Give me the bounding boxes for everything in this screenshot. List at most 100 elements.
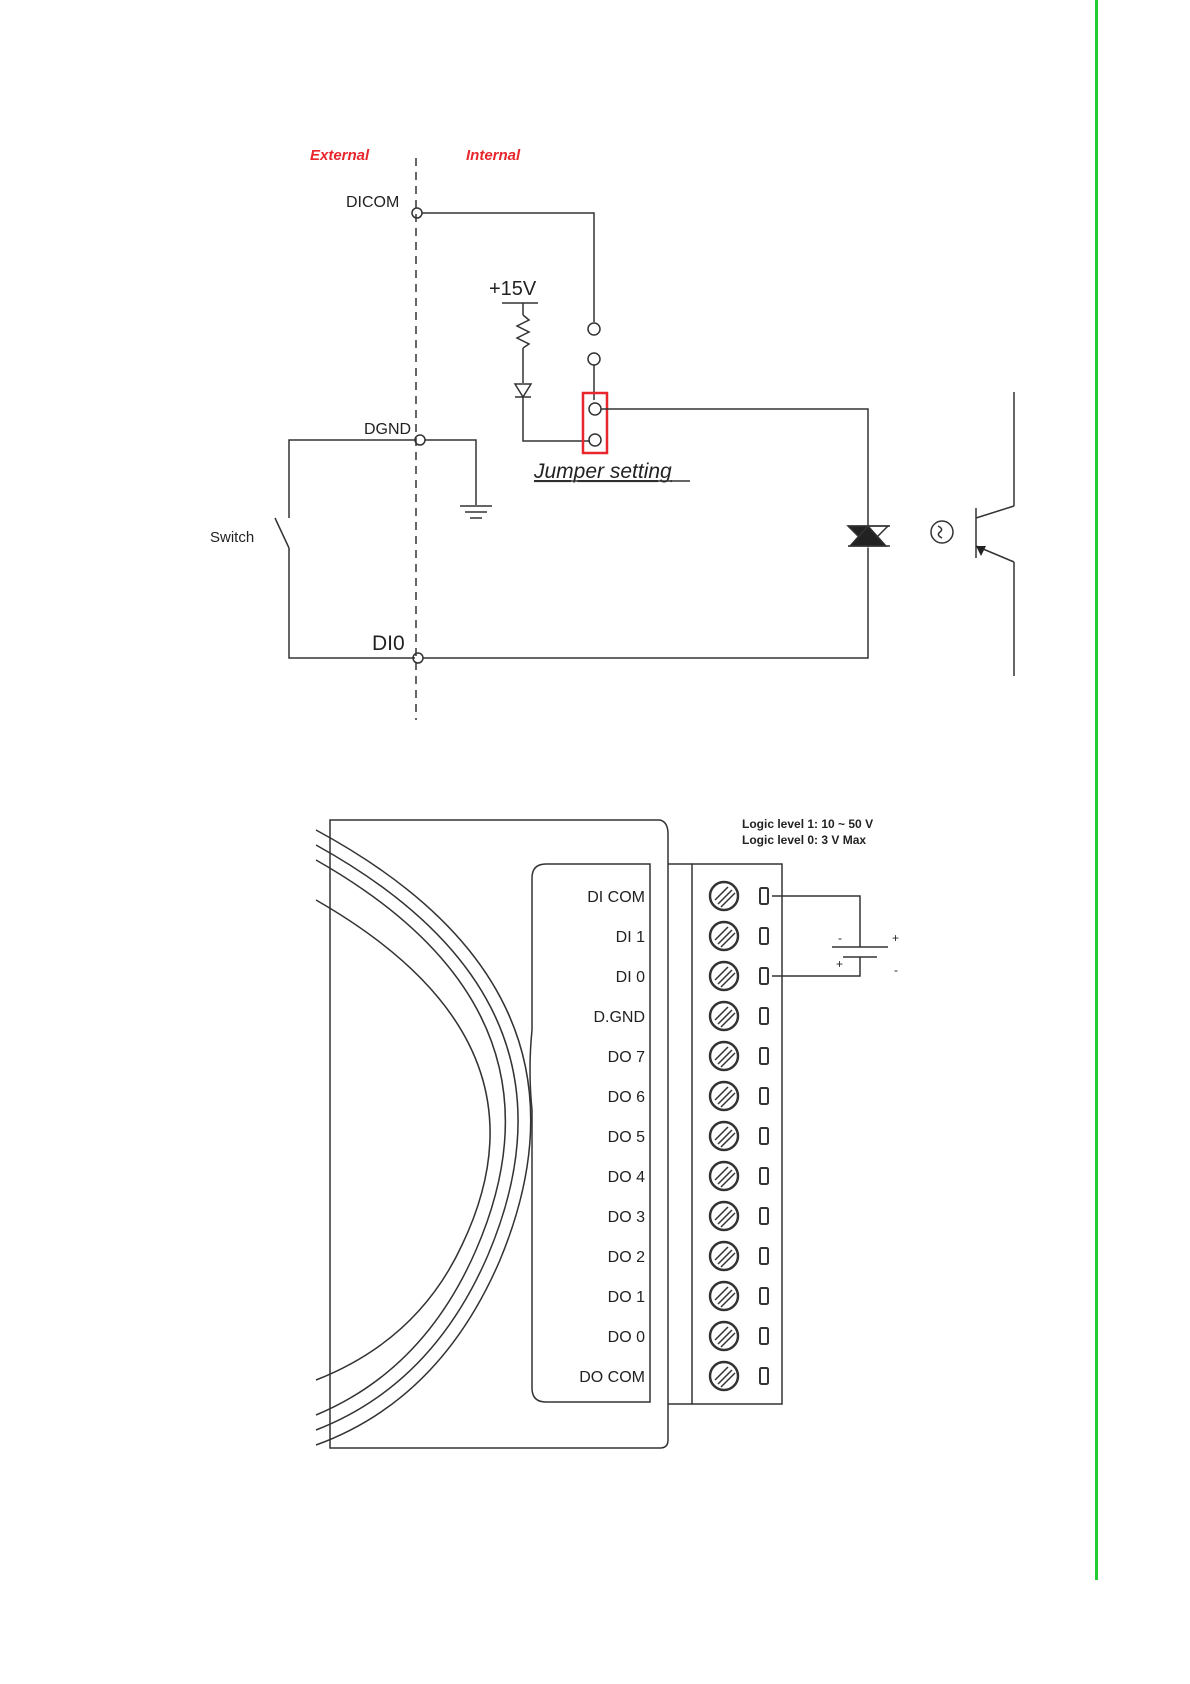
terminal-screw-hatch [715, 967, 728, 980]
terminal-screw-hatch [718, 970, 732, 984]
battery-wire-top [772, 896, 860, 947]
terminal-screw-hatch [718, 1210, 732, 1224]
terminal-screw-icon [710, 1322, 738, 1350]
terminal-screw-hatch [718, 1010, 732, 1024]
terminal-screw-hatch [718, 890, 732, 904]
battery-right-plus: + [892, 931, 899, 945]
terminal-wire-slot [760, 1048, 768, 1064]
terminal-label: DO 6 [608, 1089, 645, 1106]
terminal-screw-hatch [718, 1050, 732, 1064]
terminal-wire-slot [760, 1128, 768, 1144]
terminal-screw-hatch [715, 1327, 728, 1340]
battery-left-minus: - [838, 931, 842, 945]
battery-right-minus: - [894, 963, 898, 977]
terminal-wire-slot [760, 968, 768, 984]
terminal-label: DI COM [587, 889, 645, 906]
terminal-screw-hatch [718, 1090, 732, 1104]
terminal-screw-hatch [715, 1247, 728, 1260]
terminal-screw-hatch [718, 1130, 732, 1144]
terminal-screw-hatch [721, 933, 735, 947]
terminal-screw-hatch [715, 1047, 728, 1060]
battery-wire-bottom [772, 957, 860, 976]
terminal-wire-slot [760, 1248, 768, 1264]
terminal-screw-icon [710, 922, 738, 950]
terminal-wire-slot [760, 928, 768, 944]
terminal-row: DO 4 [608, 1162, 768, 1190]
terminal-wire-slot [760, 1288, 768, 1304]
terminal-screw-icon [710, 882, 738, 910]
terminal-screw-hatch [715, 927, 728, 940]
terminal-row: DO 1 [608, 1282, 768, 1310]
terminal-label: DO 5 [608, 1129, 645, 1146]
terminal-screw-hatch [721, 1093, 735, 1107]
terminal-row: D.GND [593, 1002, 768, 1030]
terminal-label: DO 0 [608, 1329, 645, 1346]
terminal-screw-hatch [715, 887, 728, 900]
terminal-screw-hatch [721, 1373, 735, 1387]
logic-level-1-note: Logic level 1: 10 ~ 50 V [742, 817, 873, 831]
module-arc-edge [316, 900, 490, 1380]
terminal-label: DO 3 [608, 1209, 645, 1226]
terminal-screw-icon [710, 1162, 738, 1190]
terminal-screw-hatch [721, 1133, 735, 1147]
terminal-screw-hatch [718, 1250, 732, 1264]
terminal-wire-slot [760, 1088, 768, 1104]
terminal-screw-icon [710, 1002, 738, 1030]
battery-left-plus: + [836, 957, 843, 971]
terminal-screw-hatch [715, 1127, 728, 1140]
terminal-screw-hatch [721, 1333, 735, 1347]
terminal-screw-hatch [721, 1053, 735, 1067]
terminal-screw-hatch [715, 1207, 728, 1220]
terminal-screw-hatch [718, 1370, 732, 1384]
terminal-row: DO 0 [608, 1322, 768, 1350]
terminal-screw-hatch [721, 1253, 735, 1267]
terminal-screw-hatch [715, 1367, 728, 1380]
module-arc-outer [316, 830, 531, 1445]
terminal-screw-icon [710, 1282, 738, 1310]
terminal-row: DO COM [579, 1362, 768, 1390]
terminal-label: DO 7 [608, 1049, 645, 1066]
terminal-screw-hatch [718, 1290, 732, 1304]
logic-level-0-note: Logic level 0: 3 V Max [742, 833, 866, 847]
terminal-rows: DI COM DI 1 DI 0 D.GND DO 7 DO 6 DO 5 DO 4 DO 3 D… [579, 882, 768, 1390]
terminal-label: DO 2 [608, 1249, 645, 1266]
terminal-wire-slot [760, 888, 768, 904]
terminal-row: DO 2 [608, 1242, 768, 1270]
terminal-label: DI 1 [616, 929, 645, 946]
terminal-row: DO 6 [608, 1082, 768, 1110]
terminal-label: DO 1 [608, 1289, 645, 1306]
terminal-screw-hatch [718, 1170, 732, 1184]
terminal-label: D.GND [593, 1009, 645, 1026]
terminal-screw-icon [710, 1242, 738, 1270]
terminal-row: DO 3 [608, 1202, 768, 1230]
terminal-label: DO COM [579, 1369, 645, 1386]
terminal-screw-hatch [721, 1293, 735, 1307]
terminal-row: DI COM [587, 882, 768, 910]
terminal-screw-hatch [721, 1173, 735, 1187]
terminal-screw-icon [710, 1202, 738, 1230]
terminal-row: DO 5 [608, 1122, 768, 1150]
terminal-wire-slot [760, 1368, 768, 1384]
terminal-label: DI 0 [616, 969, 645, 986]
terminal-wire-slot [760, 1168, 768, 1184]
terminal-screw-icon [710, 1362, 738, 1390]
terminal-screw-hatch [721, 973, 735, 987]
terminal-screw-hatch [715, 1007, 728, 1020]
terminal-screw-icon [710, 1082, 738, 1110]
terminal-screw-hatch [715, 1087, 728, 1100]
terminal-screw-icon [710, 962, 738, 990]
terminal-screw-hatch [718, 930, 732, 944]
terminal-wire-slot [760, 1208, 768, 1224]
terminal-wire-slot [760, 1008, 768, 1024]
terminal-screw-icon [710, 1042, 738, 1070]
terminal-screw-hatch [721, 1213, 735, 1227]
terminal-wire-slot [760, 1328, 768, 1344]
terminal-screw-hatch [715, 1167, 728, 1180]
terminal-screw-hatch [721, 893, 735, 907]
terminal-screw-icon [710, 1122, 738, 1150]
module-arc-inner [316, 860, 505, 1415]
terminal-screw-hatch [715, 1287, 728, 1300]
terminal-screw-hatch [718, 1330, 732, 1344]
